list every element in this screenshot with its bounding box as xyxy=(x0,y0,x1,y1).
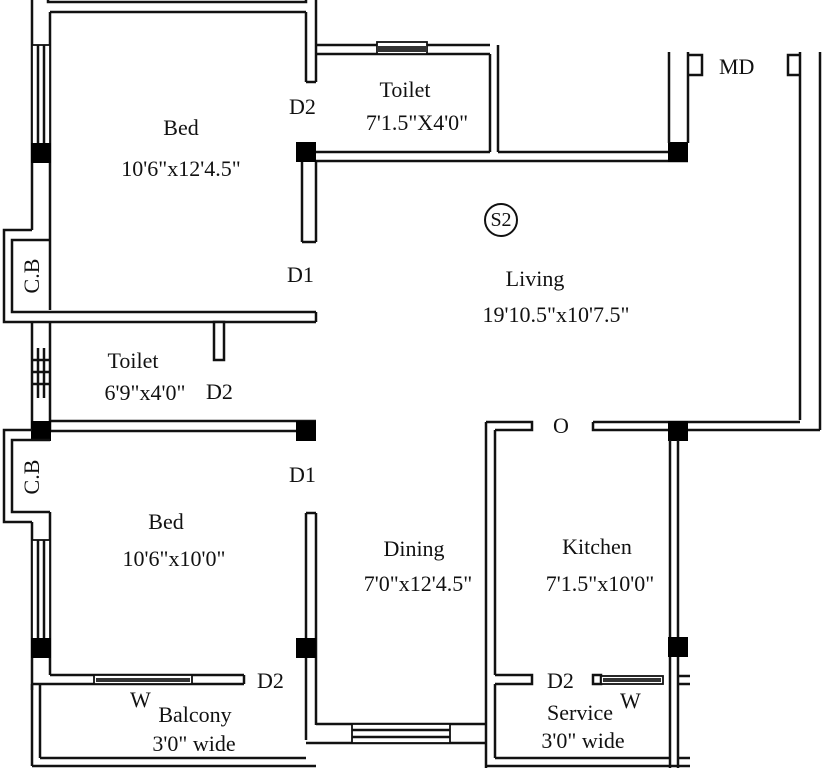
door-label-bed1-toilet: D2 xyxy=(289,94,316,119)
kitchen-name: Kitchen xyxy=(562,534,632,559)
door-label-toilet2: D2 xyxy=(206,379,233,404)
toilet2-name: Toilet xyxy=(107,348,159,373)
opening-label-kitchen: O xyxy=(553,413,569,438)
living-name: Living xyxy=(505,266,565,291)
kitchen-size: 7'1.5"x10'0" xyxy=(545,571,655,596)
unit-marker-badge: S2 xyxy=(484,203,518,237)
dining-size: 7'0"x12'4.5" xyxy=(363,571,473,596)
door-label-main: MD xyxy=(719,54,755,79)
toilet1-name: Toilet xyxy=(379,77,431,102)
door-label-service: D2 xyxy=(547,668,574,693)
door-label-balcony: D2 xyxy=(257,668,284,693)
bed1-name: Bed xyxy=(163,115,199,140)
toilet2-size: 6'9"x4'0" xyxy=(104,380,186,405)
service-size: 3'0" wide xyxy=(541,728,625,753)
bed1-size: 10'6"x12'4.5" xyxy=(121,156,241,181)
balcony-size: 3'0" wide xyxy=(152,731,236,756)
door-label-bed2-entry: D1 xyxy=(289,462,316,487)
cupboard-label-2: C.B xyxy=(19,459,44,495)
bed2-name: Bed xyxy=(148,509,184,534)
cupboard-label-1: C.B xyxy=(19,258,44,294)
dining-name: Dining xyxy=(383,536,445,561)
living-size: 19'10.5"x10'7.5" xyxy=(482,302,630,327)
top-wall xyxy=(46,0,308,4)
bed2-size: 10'6"x10'0" xyxy=(122,546,226,571)
service-name: Service xyxy=(547,700,613,725)
door-label-bed1-entry: D1 xyxy=(287,262,314,287)
window-label-balcony: W xyxy=(130,687,151,712)
window-label-service: W xyxy=(620,688,641,713)
toilet1-size: 7'1.5"X4'0" xyxy=(365,110,469,135)
balcony-name: Balcony xyxy=(158,702,232,727)
